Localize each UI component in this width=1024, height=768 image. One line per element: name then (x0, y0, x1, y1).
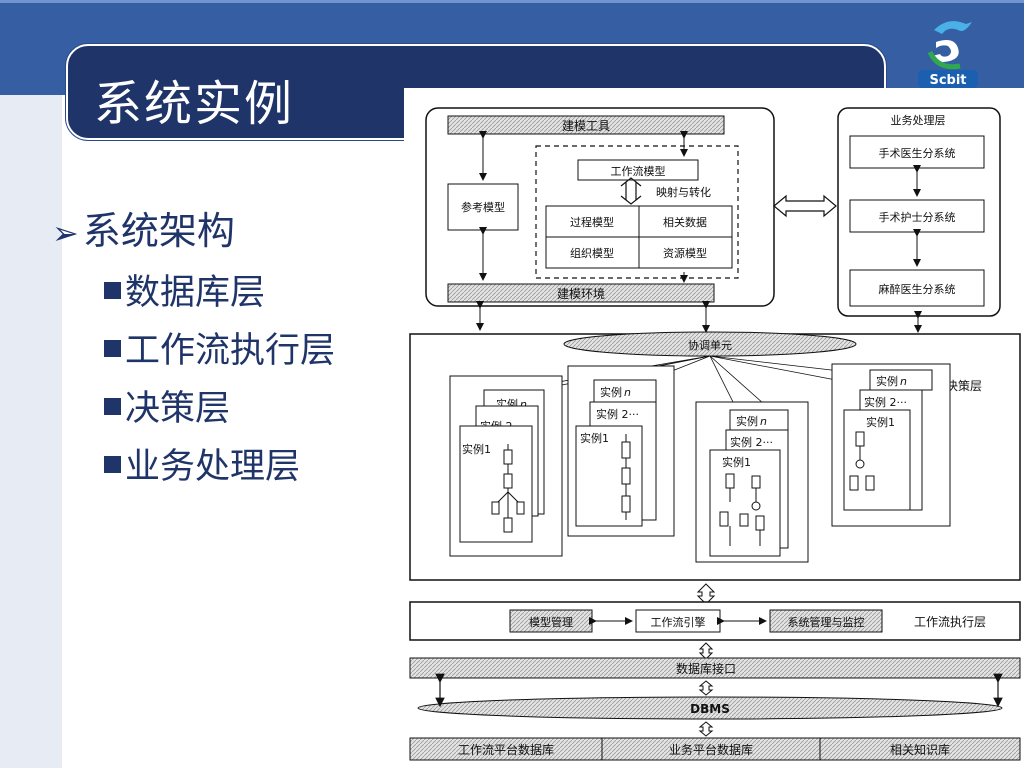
business-item-label: 手术医生分系统 (879, 146, 956, 160)
engine-label: 工作流引擎 (651, 615, 706, 629)
modeling-tool-bar (447, 115, 725, 135)
coord-unit-label: 协调单元 (688, 338, 732, 352)
bullet-item-text: 决策层 (125, 389, 231, 429)
side-strip (0, 95, 62, 768)
instance-2-label: 实例 2··· (730, 435, 773, 449)
modeling-tool-label: 建模工具 (562, 119, 610, 133)
instance-1-label: 实例1 (580, 431, 609, 445)
instance-2-label: 实例 2··· (596, 407, 639, 421)
workflow-model-label: 工作流模型 (611, 164, 666, 178)
knowledge-db-label: 相关知识库 (890, 742, 950, 757)
ref-model-label: 参考模型 (461, 200, 505, 214)
db-storage-row (409, 737, 1021, 761)
workflow-layer-label: 工作流执行层 (914, 615, 986, 629)
sys-mgmt-box (769, 609, 883, 633)
bullet-item: 业务处理层 (104, 438, 300, 489)
instance-1-label: 实例1 (462, 442, 491, 456)
bullet-item-text: 工作流执行层 (125, 331, 336, 371)
bullet-item-text: 数据库层 (125, 273, 266, 313)
square-bullet-icon (104, 282, 121, 299)
bullet-item: 数据库层 (104, 264, 265, 315)
resource-model-label: 资源模型 (663, 246, 707, 260)
business-title: 业务处理层 (891, 114, 946, 127)
business-db-label: 业务平台数据库 (669, 742, 753, 757)
related-data-label: 相关数据 (663, 215, 707, 229)
business-item-box (849, 269, 985, 307)
process-flow-sketch (719, 473, 765, 546)
arrow-bullet-icon: ➢ (52, 214, 79, 252)
sys-mgmt-label: 系统管理与监控 (788, 615, 865, 629)
header-highlight (0, 0, 1024, 3)
modeling-env-label: 建模环境 (557, 286, 605, 301)
logo-text: Scbit (929, 73, 966, 88)
business-item-label: 手术护士分系统 (879, 210, 956, 224)
workflow-model-dashed-frame (535, 145, 739, 279)
architecture-svg: 建模工具 参考模型 工作流模型 映射与转化 过程模型 相关数据 组织模型 资源模… (409, 107, 1021, 761)
process-flow-sketch (491, 444, 525, 533)
bullet-main-text: 系统架构 (82, 209, 235, 253)
modeling-env-bar (447, 283, 715, 303)
process-model-label: 过程模型 (570, 215, 614, 229)
instance-card (575, 425, 643, 527)
decision-label: 决策层 (946, 379, 982, 393)
bullet-item: 工作流执行层 (104, 322, 335, 373)
square-bullet-icon (104, 456, 121, 473)
dbms-ellipse (417, 696, 1003, 720)
process-flow-sketch (621, 434, 631, 520)
hollow-double-arrow (773, 194, 837, 218)
instance-1-label: 实例1 (722, 455, 751, 469)
model-mgmt-label: 模型管理 (529, 615, 573, 629)
instance-2-label: 实例 2··· (864, 395, 907, 409)
instance-card (709, 449, 781, 557)
dbms-label: DBMS (690, 702, 730, 716)
instance-card (843, 409, 911, 511)
bullet-item: 决策层 (104, 380, 230, 431)
square-bullet-icon (104, 340, 121, 357)
workflow-model-box (577, 159, 699, 181)
ref-model-box (447, 183, 519, 231)
square-bullet-icon (104, 398, 121, 415)
slide-title: 系统实例 (94, 76, 295, 132)
scbit-logo: Scbit (918, 21, 978, 88)
instance-card (459, 425, 533, 543)
instance-1-label: 实例1 (866, 415, 895, 429)
db-interface-bar (409, 657, 1021, 679)
workflow-db-label: 工作流平台数据库 (458, 742, 554, 757)
mapping-double-arrow (625, 182, 637, 200)
db-interface-label: 数据库接口 (676, 661, 736, 676)
bullet-main: ➢系统架构 (52, 200, 235, 255)
org-model-label: 组织模型 (570, 246, 614, 260)
architecture-diagram: 建模工具 参考模型 工作流模型 映射与转化 过程模型 相关数据 组织模型 资源模… (404, 88, 1024, 768)
bullet-item-text: 业务处理层 (125, 447, 301, 487)
mapping-label: 映射与转化 (656, 185, 711, 199)
process-flow-sketch (849, 431, 875, 491)
business-item-label: 麻醉医生分系统 (879, 282, 956, 296)
